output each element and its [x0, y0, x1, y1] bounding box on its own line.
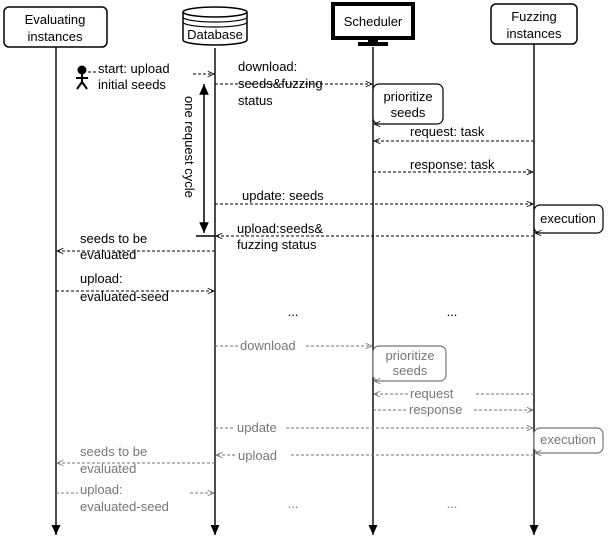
seeds-to-evaluate-label-line1: seeds to be	[80, 231, 147, 246]
execution-label-2: execution	[540, 432, 596, 447]
participant-database: Database	[182, 6, 248, 46]
update-label-2: update	[237, 420, 277, 435]
ellipsis-1: ...	[288, 304, 299, 319]
seeds-to-evaluate-label-2-line2: evaluated	[80, 461, 136, 476]
execution-box-2	[533, 427, 604, 454]
download-label-line1: download:	[238, 59, 297, 74]
evaluated-seed-label-line2: evaluated-seed	[80, 289, 169, 304]
update-label: update: seeds	[242, 188, 324, 203]
second-cycle: download prioritize seeds request respon…	[56, 338, 604, 514]
prioritize-label-2-line2: seeds	[393, 363, 428, 378]
evaluated-seed-label-2-line1: upload:	[80, 482, 123, 497]
upload-status-label-line2: fuzzing status	[237, 237, 317, 252]
lifelines	[51, 44, 539, 535]
user-icon	[76, 65, 88, 90]
prioritize-box	[372, 83, 444, 125]
request-cycle-bracket: one request cycle	[182, 84, 215, 237]
seeds-to-evaluate-label-2-line1: seeds to be	[80, 444, 147, 459]
ellipsis-4: ...	[447, 496, 458, 511]
start-upload-label-line1: start: upload	[98, 61, 170, 76]
participant-scheduler: Scheduler	[331, 2, 415, 46]
response-label: response: task	[410, 157, 495, 172]
fuzzing-label-line1: Fuzzing	[511, 9, 557, 24]
evaluated-seed-label-2-line2: evaluated-seed	[80, 499, 169, 514]
fuzzing-label-line2: instances	[507, 26, 562, 41]
monitor-icon	[331, 2, 415, 46]
evaluating-label-line1: Evaluating	[25, 12, 86, 27]
database-icon	[182, 6, 248, 46]
scheduler-label: Scheduler	[344, 14, 403, 29]
evaluated-seed-label-line1: upload:	[80, 271, 123, 286]
evaluating-label-line2: instances	[28, 29, 83, 44]
participant-evaluating-instances: Evaluating instances	[3, 6, 108, 48]
execution-label: execution	[540, 211, 596, 226]
prioritize-label-2-line1: prioritize	[385, 348, 434, 363]
prioritize-label-line2: seeds	[391, 105, 426, 120]
request-label: request: task	[410, 124, 485, 139]
participant-fuzzing-instances: Fuzzing instances	[490, 3, 578, 45]
upload-status-label-line1: upload:seeds&	[237, 221, 323, 236]
ellipsis-3: ...	[288, 496, 299, 511]
first-cycle: start: upload initial seeds download: se…	[56, 59, 604, 319]
database-label: Database	[187, 27, 243, 42]
cycle-label: one request cycle	[182, 96, 197, 198]
response-label-2: response	[409, 402, 462, 417]
upload-label-2: upload	[238, 448, 277, 463]
seeds-to-evaluate-label-line2: evaluated	[80, 247, 136, 262]
execution-box	[533, 204, 604, 234]
download-label-line3: status	[238, 93, 273, 108]
download-label-2: download	[240, 338, 296, 353]
prioritize-box-2	[372, 345, 447, 382]
request-label-2: request	[410, 386, 454, 401]
ellipsis-2: ...	[447, 304, 458, 319]
prioritize-label-line1: prioritize	[383, 89, 432, 104]
start-upload-label-line2: initial seeds	[98, 77, 166, 92]
